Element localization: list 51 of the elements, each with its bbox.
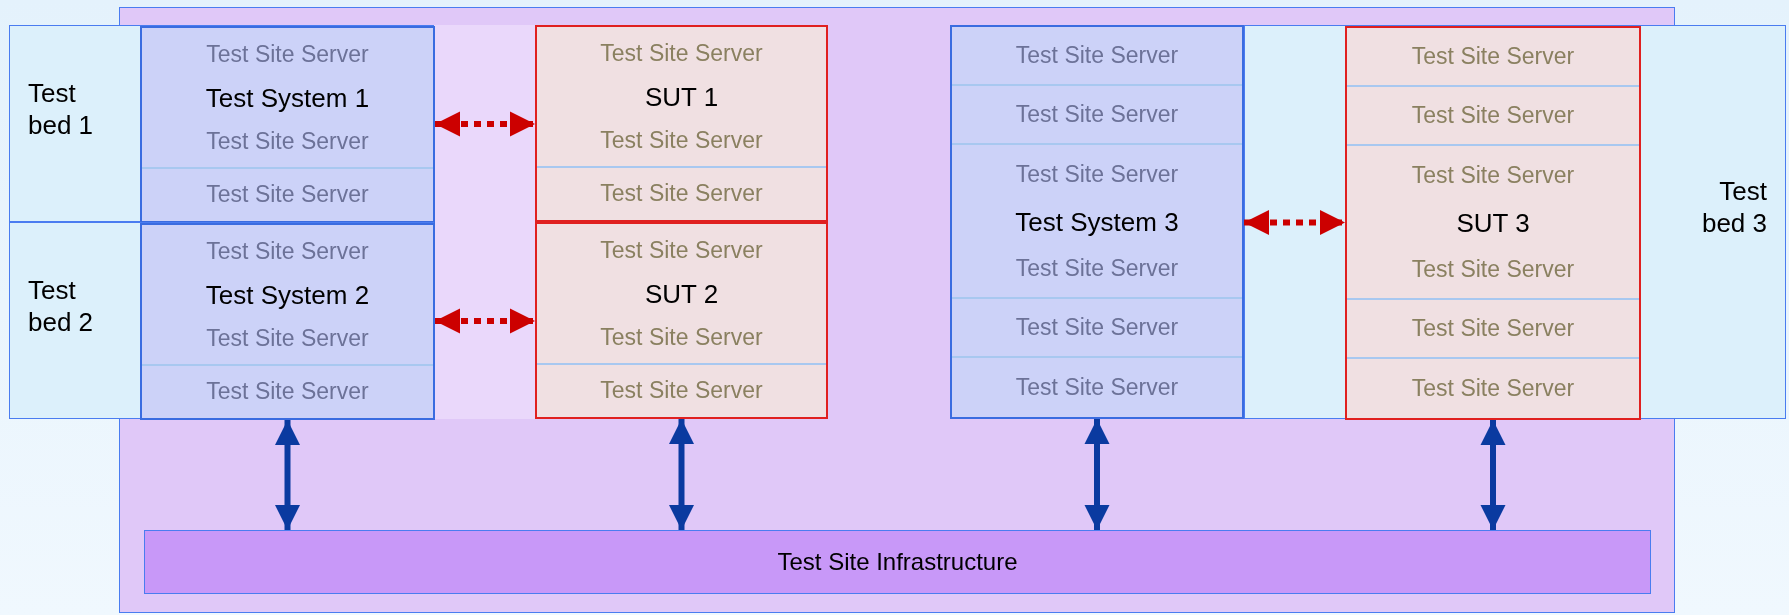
server-label: Test Site Server bbox=[206, 325, 369, 352]
system-panel bbox=[140, 223, 435, 420]
server-label: Test Site Server bbox=[1015, 42, 1179, 69]
server-label: Test Site Server bbox=[600, 236, 763, 264]
system-panel bbox=[535, 25, 828, 222]
bed-label: Test bed 2 bbox=[28, 273, 95, 338]
bed-label: Test bed 1 bbox=[28, 76, 95, 141]
system-panel bbox=[140, 26, 435, 223]
server-label: Test Site Server bbox=[1411, 256, 1575, 283]
test-bed-band bbox=[9, 25, 434, 222]
test-bed-band bbox=[9, 222, 434, 419]
system-label: Test System 3 bbox=[1014, 207, 1180, 237]
double-arrow bbox=[1084, 419, 1110, 530]
server-label: Test Site Server bbox=[1411, 43, 1575, 70]
system-panel bbox=[1345, 26, 1641, 420]
system-label: Test System 2 bbox=[204, 280, 371, 311]
double-arrow bbox=[274, 420, 301, 530]
server-label: Test Site Server bbox=[1411, 102, 1575, 129]
server-label: Test Site Server bbox=[206, 237, 369, 265]
server-label: Test Site Server bbox=[1015, 255, 1179, 282]
system-label: SUT 1 bbox=[643, 82, 720, 113]
server-label: Test Site Server bbox=[1411, 315, 1575, 342]
system-label: SUT 2 bbox=[643, 279, 720, 310]
double-arrow bbox=[1244, 209, 1345, 236]
server-label: Test Site Server bbox=[1015, 161, 1179, 188]
system-label: Test System 1 bbox=[204, 83, 371, 114]
server-label: Test Site Server bbox=[1015, 314, 1179, 341]
double-arrow bbox=[1480, 420, 1506, 530]
server-label: Test Site Server bbox=[1411, 375, 1575, 402]
infrastructure-label: Test Site Infrastructure bbox=[777, 548, 1018, 576]
infrastructure-bar bbox=[144, 530, 1651, 594]
server-label: Test Site Server bbox=[600, 377, 763, 405]
server-label: Test Site Server bbox=[1015, 374, 1179, 401]
server-label: Test Site Server bbox=[600, 39, 763, 67]
server-label: Test Site Server bbox=[206, 181, 369, 209]
server-label: Test Site Server bbox=[206, 128, 369, 155]
server-label: Test Site Server bbox=[1411, 162, 1575, 189]
double-arrow bbox=[435, 111, 535, 137]
bed-label: Test bed 3 bbox=[1700, 175, 1767, 239]
system-panel bbox=[535, 222, 828, 419]
system-panel bbox=[950, 25, 1244, 419]
test-bed-band bbox=[1244, 25, 1786, 419]
server-label: Test Site Server bbox=[600, 127, 763, 154]
double-arrow bbox=[668, 419, 695, 530]
server-label: Test Site Server bbox=[206, 40, 369, 68]
system-label: SUT 3 bbox=[1455, 208, 1531, 238]
server-label: Test Site Server bbox=[206, 378, 369, 406]
server-label: Test Site Server bbox=[1015, 101, 1179, 128]
server-label: Test Site Server bbox=[600, 180, 763, 208]
double-arrow bbox=[435, 308, 535, 334]
server-label: Test Site Server bbox=[600, 324, 763, 351]
